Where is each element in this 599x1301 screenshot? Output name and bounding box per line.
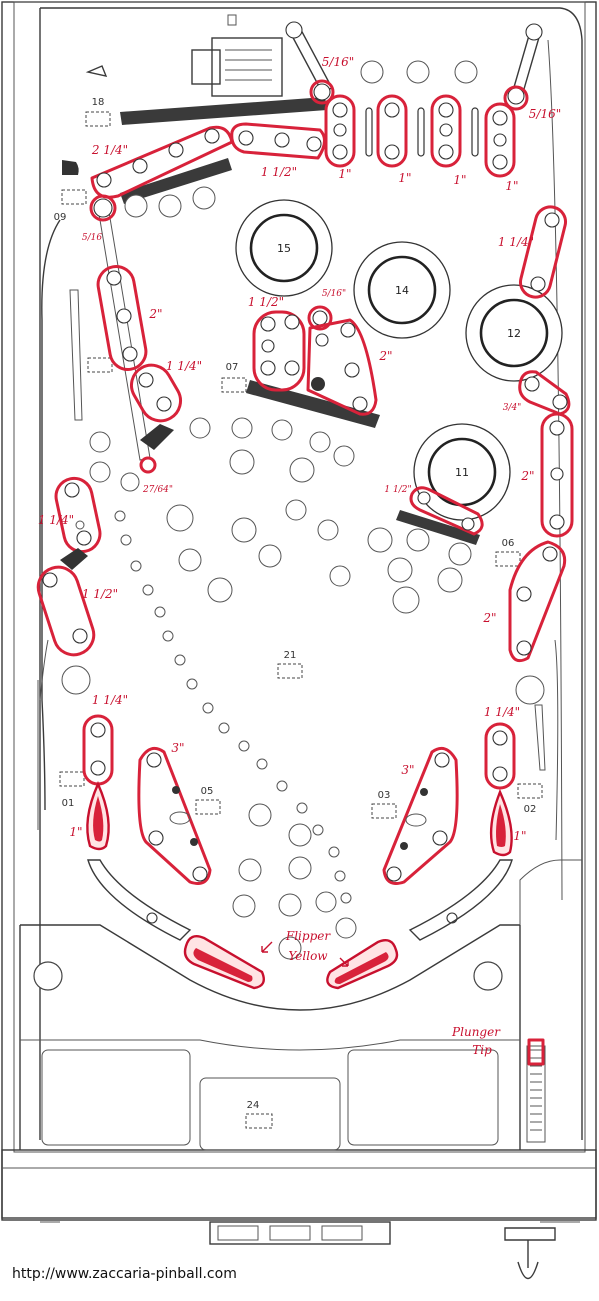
apron-panel-center: [199, 1077, 341, 1151]
top-left-arm: 5/16": [285, 21, 354, 105]
right-slingshot: 3": [382, 746, 459, 885]
lamp-inserts: [61, 60, 545, 960]
rubber-center-group: 1 1/2" 5/16" 2": [248, 289, 393, 416]
switch-06: 06: [502, 538, 515, 549]
size-right-inlane: 1 1/4": [484, 705, 520, 719]
lane-guide-3: 1": [430, 94, 467, 187]
bumper-12-label: 12: [507, 327, 521, 340]
lane-guide-2: 1": [376, 94, 412, 185]
size-left-sling: 3": [171, 741, 184, 755]
size-left-mid-114: 1 1/4": [166, 359, 202, 373]
top-rails: [120, 97, 480, 545]
size-left-lower-112: 1 1/2": [82, 587, 118, 601]
size-lane2: 1": [398, 171, 411, 185]
size-top-left-arm: 5/16": [322, 55, 354, 69]
size-center-2: 2": [378, 349, 392, 363]
rubber-right-34: 3/4": [503, 370, 571, 416]
cabinet-outline: [1, 1, 597, 1280]
rubber-top-mid-long: 1 1/2": [230, 122, 326, 179]
size-right-guide: 1": [513, 829, 526, 843]
size-right-lower-2: 2": [482, 611, 496, 625]
size-right-sling: 3": [401, 763, 414, 777]
rubber-left-mid-114: 1 1/4": [130, 359, 202, 423]
size-lane3: 1": [453, 173, 466, 187]
top-right-arm: 5/16": [503, 23, 561, 121]
switch-21: 21: [284, 650, 297, 661]
size-center-516: 5/16": [322, 289, 346, 299]
outer-guides: [37, 14, 559, 841]
rubber-right-inlane: 1 1/4": [484, 705, 520, 790]
size-top-right-arm: 5/16": [529, 107, 561, 121]
bumper-14: 14: [353, 241, 451, 339]
size-post-2764: 27/64": [142, 485, 173, 495]
switch-03: 03: [378, 790, 391, 801]
right-flipper: [326, 939, 399, 990]
rubber-right-lower-2: 2": [482, 540, 567, 663]
apron: [19, 859, 521, 1151]
size-right-top: 1 1/4": [498, 235, 534, 249]
plunger-note: Plunger Tip: [451, 1025, 501, 1057]
bumper-15: 15: [235, 199, 333, 297]
right-guide-bulb: 1": [489, 788, 527, 857]
source-url[interactable]: http://www.zaccaria-pinball.com: [12, 1266, 237, 1282]
left-slingshot: 3": [137, 741, 212, 885]
switch-07: 07: [226, 362, 239, 373]
switch-09: 09: [54, 212, 67, 223]
bumper-12: 12: [465, 284, 563, 382]
plunger-label: Plunger: [451, 1025, 501, 1039]
switch-18: 18: [92, 97, 105, 108]
flipper-note: Flipper Yellow: [261, 929, 349, 967]
apron-panel-right: [347, 1049, 499, 1146]
plunger-tip-label: Tip: [472, 1043, 492, 1057]
bumper-15-label: 15: [277, 242, 291, 255]
bumper-11: 11: [413, 423, 511, 521]
size-top-mid-long: 1 1/2": [261, 165, 297, 179]
rubber-left-lower-112: 1 1/2": [36, 565, 118, 657]
size-top-left-long: 2 1/4": [91, 143, 128, 157]
rubber-right-top: 1 1/4": [498, 205, 567, 299]
size-bumper11-112: 1 1/2": [384, 485, 411, 495]
size-left-mid-2: 2": [148, 307, 162, 321]
flipper-color-label: Yellow: [288, 949, 328, 963]
apron-panel-left: [41, 1049, 191, 1146]
rubber-left-mid-2: 2": [96, 265, 163, 371]
size-left-lower-114: 1 1/4": [38, 513, 74, 527]
switch-01: 01: [62, 798, 75, 809]
left-guide-bulb: 1": [69, 781, 110, 851]
switch-24: 24: [247, 1100, 260, 1111]
size-center-112: 1 1/2": [248, 295, 284, 309]
rubber-left-lower-114: 1 1/4": [38, 476, 102, 570]
bumper-14-label: 14: [395, 284, 409, 297]
size-left-inlane: 1 1/4": [92, 693, 128, 707]
bumper-11-label: 11: [455, 466, 469, 479]
switch-05: 05: [201, 786, 214, 797]
size-lane1: 1": [338, 167, 351, 181]
size-lane4: 1": [505, 179, 518, 193]
plunger-tip-ring: [527, 1038, 545, 1066]
switch-02: 02: [524, 804, 537, 815]
rubber-right-2a: 2": [520, 412, 574, 538]
rubber-bumper-11: 1 1/2": [384, 485, 484, 536]
left-upper-guide: 5/16 27/64": [82, 194, 174, 495]
rubber-left-inlane: 1 1/4": [82, 693, 128, 786]
lane-guide-1: 1": [324, 94, 356, 181]
size-left-post: 5/16: [82, 233, 102, 243]
switch-labels: 18 09 07 06 21 01 05 03 02 24: [54, 97, 543, 1129]
size-right-34: 3/4": [503, 403, 522, 413]
size-right-2a: 2": [520, 469, 534, 483]
lane-guide-4: 1": [484, 102, 519, 193]
flipper-label: Flipper: [285, 929, 331, 943]
size-left-guide: 1": [69, 825, 82, 839]
left-flipper: [183, 935, 265, 990]
